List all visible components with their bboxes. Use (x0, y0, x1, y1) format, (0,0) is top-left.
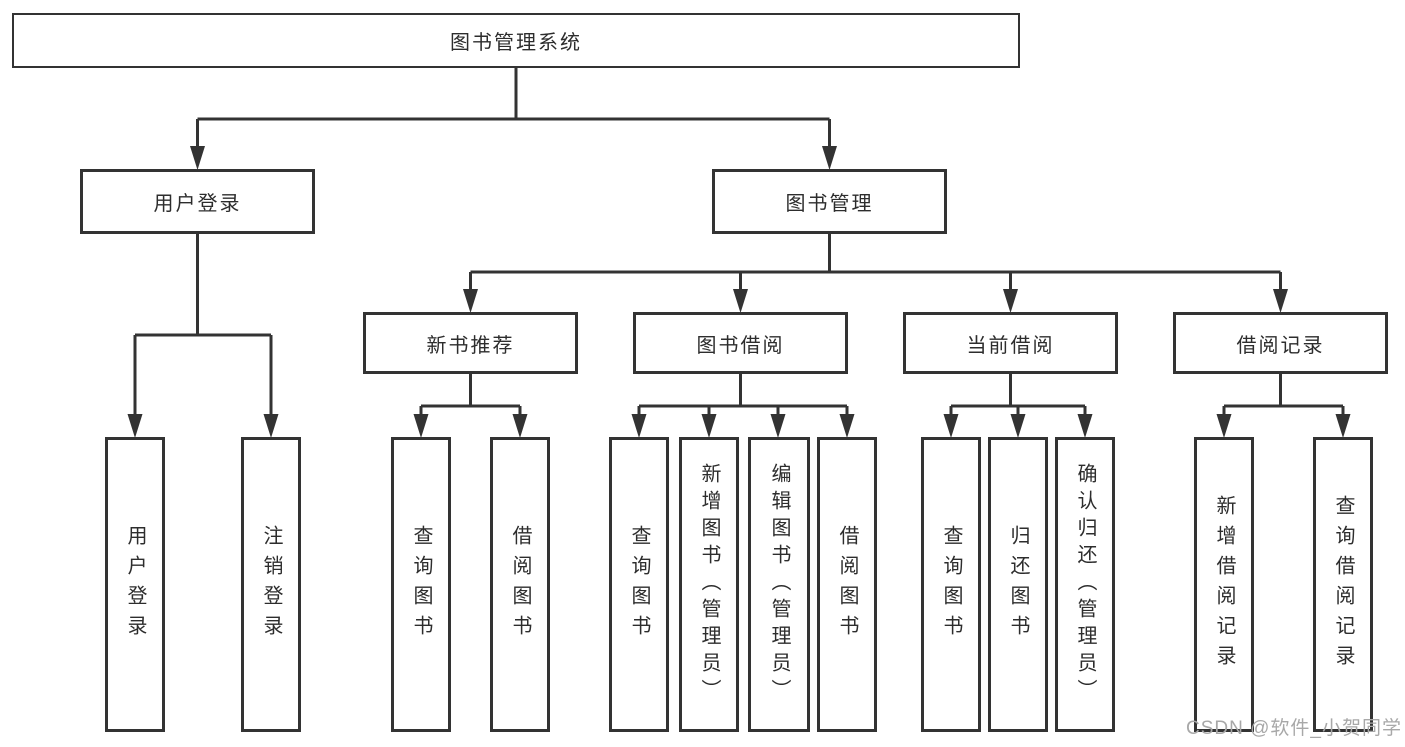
leaf-logout-label: 注销登录 (260, 524, 282, 645)
node-new-book-recommend-label: 新书推荐 (426, 334, 515, 357)
leaf-cb-query-book-label: 查询图书 (940, 524, 962, 645)
node-book-borrow-label: 图书借阅 (696, 334, 785, 357)
leaf-logout: 注销登录 (241, 437, 301, 732)
leaf-nb-borrow-book-label: 借阅图书 (509, 524, 531, 645)
leaf-bb-edit-book-admin: 编辑图书（管理员） (748, 437, 810, 732)
leaf-cb-return-book: 归还图书 (988, 437, 1048, 732)
node-book-borrow: 图书借阅 (633, 312, 848, 374)
leaf-bb-add-book-admin-label: 新增图书（管理员） (698, 463, 720, 706)
leaf-cb-confirm-return-admin: 确认归还（管理员） (1055, 437, 1115, 732)
leaf-user-login-label: 用户登录 (124, 524, 146, 645)
leaf-user-login: 用户登录 (105, 437, 165, 732)
leaf-cb-query-book: 查询图书 (921, 437, 981, 732)
node-user-login-label: 用户登录 (153, 193, 242, 215)
leaf-bb-query-book: 查询图书 (609, 437, 669, 732)
node-borrow-records: 借阅记录 (1173, 312, 1388, 374)
leaf-cb-return-book-label: 归还图书 (1007, 524, 1029, 645)
node-current-borrow: 当前借阅 (903, 312, 1118, 374)
leaf-bb-edit-book-admin-label: 编辑图书（管理员） (768, 463, 790, 706)
leaf-br-add-record: 新增借阅记录 (1194, 437, 1254, 732)
node-user-login: 用户登录 (80, 169, 315, 234)
node-current-borrow-label: 当前借阅 (966, 334, 1055, 357)
node-borrow-records-label: 借阅记录 (1236, 334, 1325, 357)
leaf-nb-query-book: 查询图书 (391, 437, 451, 732)
node-root-label: 图书管理系统 (450, 32, 582, 54)
node-root: 图书管理系统 (12, 13, 1020, 68)
node-new-book-recommend: 新书推荐 (363, 312, 578, 374)
tree-edges (133, 68, 1345, 415)
leaf-cb-confirm-return-admin-label: 确认归还（管理员） (1074, 463, 1096, 706)
leaf-bb-borrow-book: 借阅图书 (817, 437, 877, 732)
arrowheads (127, 146, 1351, 438)
leaf-br-query-record: 查询借阅记录 (1313, 437, 1373, 732)
leaf-bb-add-book-admin: 新增图书（管理员） (679, 437, 739, 732)
node-book-management-label: 图书管理 (785, 193, 874, 215)
leaf-br-query-record-label: 查询借阅记录 (1332, 494, 1354, 675)
leaf-bb-query-book-label: 查询图书 (628, 524, 650, 645)
leaf-nb-query-book-label: 查询图书 (410, 524, 432, 645)
csdn-watermark: CSDN @软件_小贺同学 (1186, 718, 1402, 739)
node-book-management: 图书管理 (712, 169, 947, 234)
leaf-nb-borrow-book: 借阅图书 (490, 437, 550, 732)
leaf-bb-borrow-book-label: 借阅图书 (836, 524, 858, 645)
leaf-br-add-record-label: 新增借阅记录 (1213, 494, 1235, 675)
